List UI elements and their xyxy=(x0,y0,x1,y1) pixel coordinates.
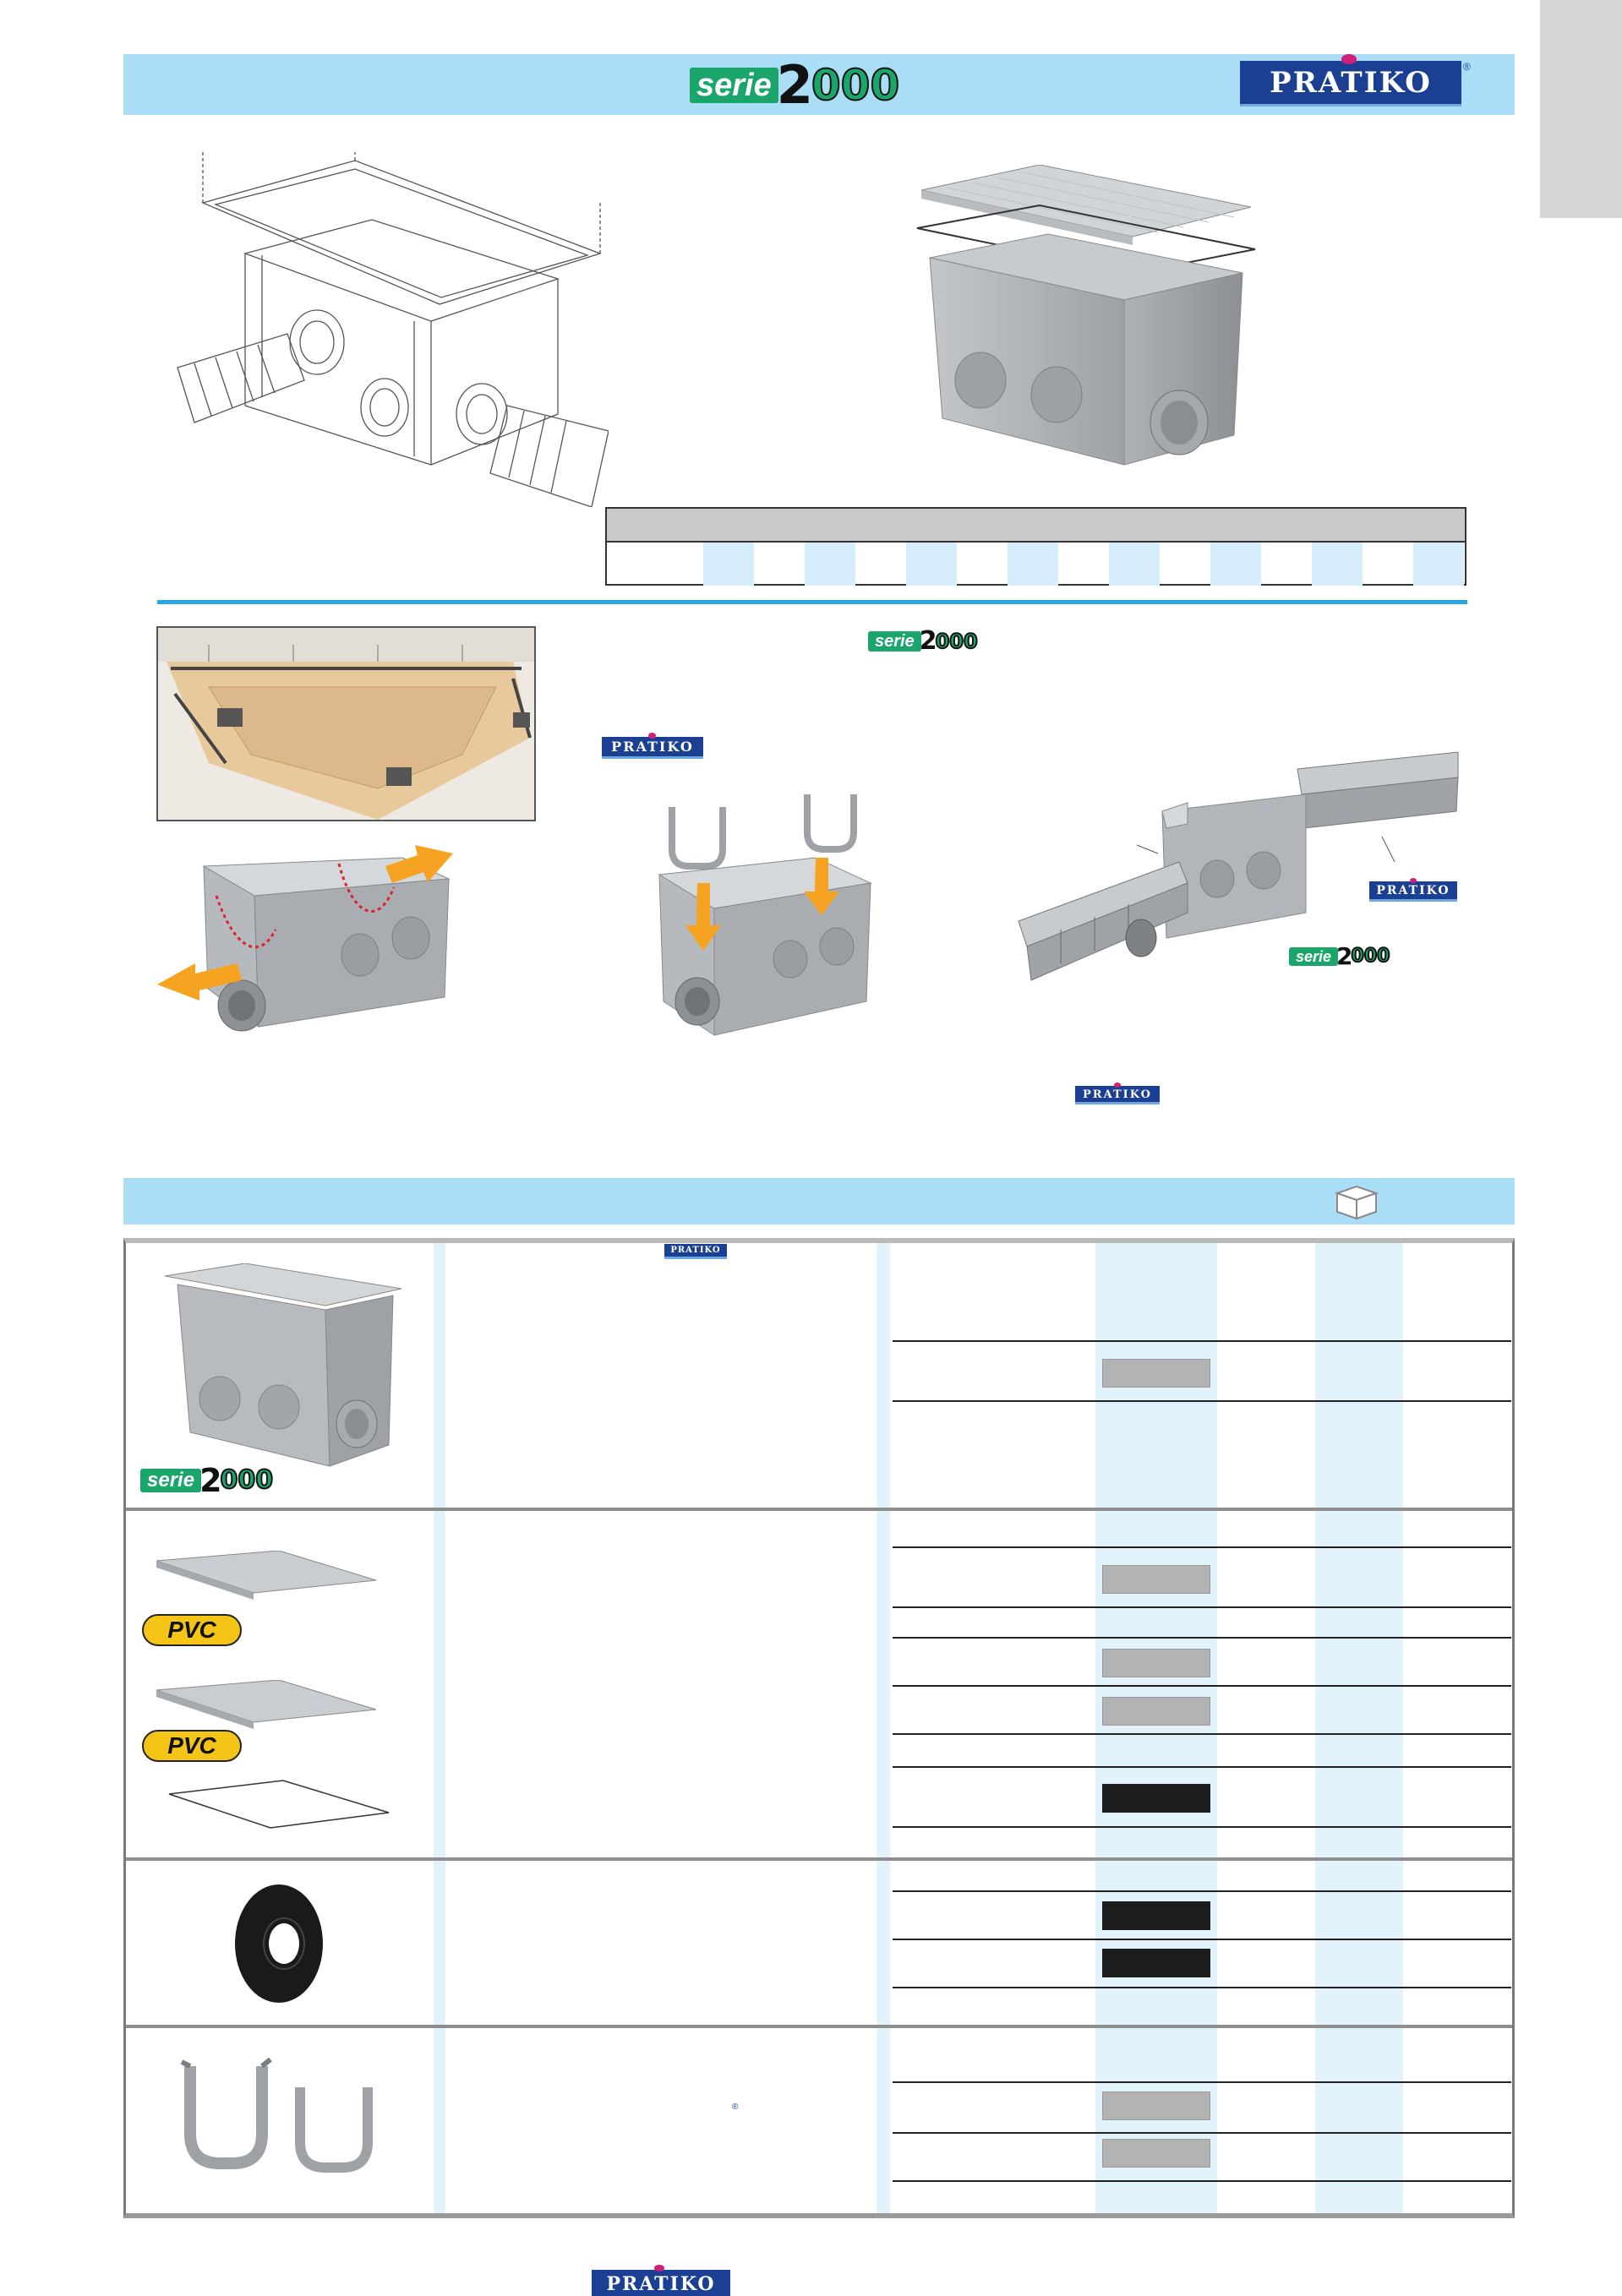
box-icon xyxy=(1334,1185,1379,1220)
product-image-lid-1 xyxy=(156,1551,377,1600)
column-strip xyxy=(1095,1243,1217,2213)
row-line xyxy=(893,1340,1511,1342)
group-separator xyxy=(126,1508,1512,1511)
registered-mark: ® xyxy=(1463,61,1471,73)
serie-2000-logo: serie 2 000 xyxy=(690,54,900,116)
column-strip xyxy=(434,1243,445,2213)
side-tab xyxy=(1540,0,1622,218)
column-strip xyxy=(1315,1243,1403,2213)
serie-logo-two: 2 xyxy=(776,54,813,116)
dimension-cell xyxy=(1210,543,1261,586)
serie-logo-zeros: 000 xyxy=(811,61,900,110)
exploded-drawing xyxy=(177,152,609,507)
pratiko-logo-small: PRATIKO xyxy=(602,733,703,759)
serie-logo-word: serie xyxy=(690,68,778,103)
color-swatch-grey xyxy=(1102,1697,1210,1726)
row-line xyxy=(893,2081,1511,2083)
product-image-box xyxy=(164,1263,402,1467)
section-divider xyxy=(157,600,1467,604)
row-line xyxy=(893,1890,1511,1892)
dimension-cell xyxy=(906,543,957,586)
group-separator xyxy=(126,2025,1512,2028)
color-swatch-grey xyxy=(1102,1649,1210,1677)
pratiko-logo: PRATIKO xyxy=(1240,54,1461,106)
row-line xyxy=(893,1766,1511,1768)
dimension-cell xyxy=(1008,543,1058,586)
color-swatch-black xyxy=(1102,1901,1210,1930)
row-line xyxy=(893,2180,1511,2182)
product-image-u-connectors xyxy=(180,2058,373,2173)
serie-2000-logo-catalog: serie 2 000 xyxy=(140,1464,274,1497)
row-line xyxy=(893,1939,1511,1940)
channel-assembly-illustration xyxy=(1018,751,1459,981)
color-swatch-grey xyxy=(1102,1565,1210,1594)
row-line xyxy=(893,1606,1511,1608)
row-line xyxy=(893,1826,1511,1828)
product-image-gasket-frame xyxy=(168,1780,390,1829)
pvc-badge: PVC xyxy=(142,1730,242,1762)
row-line xyxy=(893,2132,1511,2134)
color-swatch-black xyxy=(1102,1784,1210,1813)
installation-photo xyxy=(156,626,536,821)
product-image-lid-2 xyxy=(156,1680,377,1729)
product-image-seal xyxy=(235,1884,323,2003)
group-separator xyxy=(126,1857,1512,1861)
color-swatch-grey xyxy=(1102,1359,1210,1388)
box-connector-illustration xyxy=(658,794,872,1036)
dimension-table-header xyxy=(607,509,1465,543)
pratiko-logo-caption: PRATIKO xyxy=(664,1244,727,1259)
dimension-cell xyxy=(1109,543,1160,586)
color-swatch-grey xyxy=(1102,2091,1210,2120)
row-line xyxy=(893,1685,1511,1687)
dimension-table xyxy=(605,507,1466,586)
pvc-badge: PVC xyxy=(142,1614,242,1646)
catalog-table xyxy=(123,1238,1515,2218)
dimension-cell xyxy=(1312,543,1363,586)
dimension-cell xyxy=(805,543,855,586)
row-line xyxy=(893,1400,1511,1402)
dimension-cell xyxy=(703,543,754,586)
pratiko-logo-channel: PRATIKO xyxy=(1369,878,1457,902)
serie-2000-logo-small: serie 2 000 xyxy=(868,629,979,654)
serie-2000-logo-channel: serie 2 000 xyxy=(1289,945,1390,968)
pratiko-logo-channel-2: PRATIKO xyxy=(1075,1083,1160,1104)
row-line xyxy=(893,1987,1511,1988)
registered-mark: ® xyxy=(732,2102,739,2112)
row-line xyxy=(893,1546,1511,1548)
box-split-illustration xyxy=(157,845,453,1032)
color-swatch-black xyxy=(1102,1949,1210,1977)
box-render xyxy=(916,165,1256,466)
column-strip xyxy=(877,1243,890,2213)
pratiko-logo-catalog: PRATIKO xyxy=(592,2265,730,2296)
catalog-header-band xyxy=(123,1178,1515,1224)
row-line xyxy=(893,1733,1511,1735)
color-swatch-grey xyxy=(1102,2139,1210,2168)
dimension-cell xyxy=(1413,543,1464,586)
row-line xyxy=(893,1637,1511,1639)
